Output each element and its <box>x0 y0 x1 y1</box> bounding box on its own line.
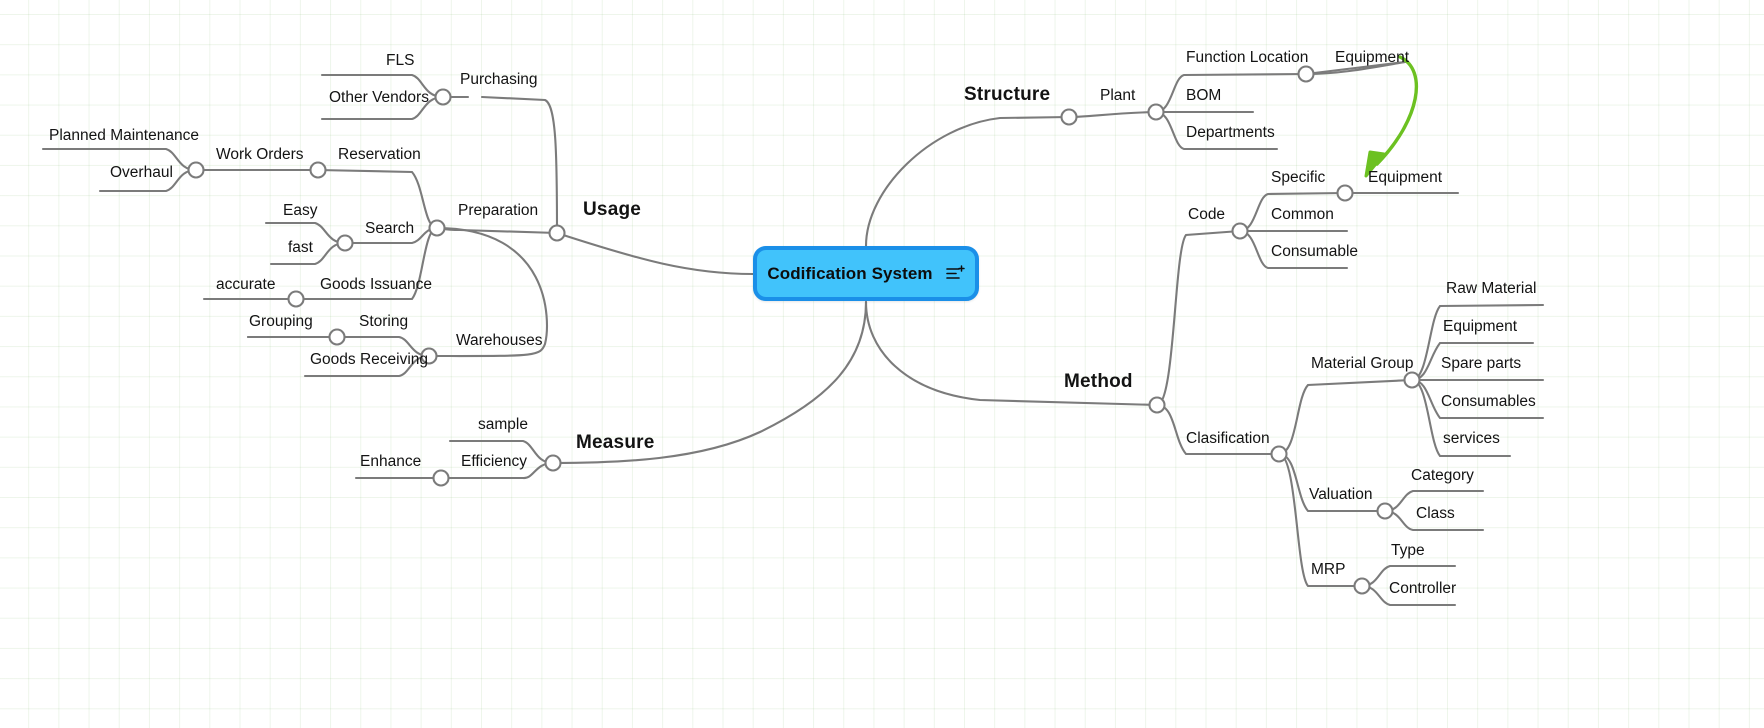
node-dot-efficiency <box>432 469 450 487</box>
notes-plus-icon[interactable] <box>945 265 965 282</box>
node-dot-purchasing <box>434 88 452 106</box>
node-label-specific[interactable]: Specific <box>1271 169 1326 186</box>
node-dot-search <box>336 234 354 252</box>
node-label-grouping[interactable]: Grouping <box>249 313 313 330</box>
node-dot-measure <box>544 454 562 472</box>
branch-label-measure[interactable]: Measure <box>576 432 655 453</box>
branch-label-method[interactable]: Method <box>1064 371 1133 392</box>
node-dot-usage <box>548 224 566 242</box>
node-label-easy[interactable]: Easy <box>283 202 318 219</box>
node-dot-clasification <box>1270 445 1288 463</box>
node-label-preparation[interactable]: Preparation <box>458 202 539 219</box>
node-label-equipment-specific[interactable]: Equipment <box>1368 169 1443 186</box>
node-label-valuation[interactable]: Valuation <box>1309 486 1373 503</box>
node-label-spare-parts[interactable]: Spare parts <box>1441 355 1522 372</box>
node-dot-goods-issuance <box>287 290 305 308</box>
node-label-common[interactable]: Common <box>1271 206 1334 223</box>
node-label-equipment-mg[interactable]: Equipment <box>1443 318 1518 335</box>
node-label-storing[interactable]: Storing <box>359 313 409 330</box>
node-label-raw-material[interactable]: Raw Material <box>1446 280 1537 297</box>
branch-label-usage[interactable]: Usage <box>583 199 642 220</box>
node-label-departments[interactable]: Departments <box>1186 124 1275 141</box>
node-label-purchasing[interactable]: Purchasing <box>460 71 538 88</box>
root-node-title: Codification System <box>767 263 933 283</box>
node-label-function-location[interactable]: Function Location <box>1186 49 1309 66</box>
node-label-reservation[interactable]: Reservation <box>338 146 421 163</box>
node-label-planned-maintenance[interactable]: Planned Maintenance <box>49 127 199 144</box>
node-label-other-vendors[interactable]: Other Vendors <box>329 89 429 106</box>
root-node[interactable]: Codification System <box>753 246 979 301</box>
node-dot-specific <box>1336 184 1354 202</box>
node-dot-storing <box>328 328 346 346</box>
node-label-sample[interactable]: sample <box>478 416 528 433</box>
node-label-efficiency[interactable]: Efficiency <box>461 453 528 470</box>
node-label-warehouses[interactable]: Warehouses <box>456 332 543 349</box>
node-label-overhaul[interactable]: Overhaul <box>110 164 173 181</box>
node-label-accurate[interactable]: accurate <box>216 276 276 293</box>
node-label-fast[interactable]: fast <box>288 239 313 256</box>
node-label-mrp[interactable]: MRP <box>1311 561 1346 578</box>
node-label-class[interactable]: Class <box>1416 505 1455 522</box>
node-label-search[interactable]: Search <box>365 220 415 237</box>
node-dot-material-group <box>1403 371 1421 389</box>
node-dot-structure <box>1060 108 1078 126</box>
node-dot-method <box>1148 396 1166 414</box>
node-dot-plant <box>1147 103 1165 121</box>
node-label-type[interactable]: Type <box>1391 542 1425 559</box>
node-label-code[interactable]: Code <box>1188 206 1226 223</box>
node-label-consumable[interactable]: Consumable <box>1271 243 1359 260</box>
node-dot-valuation <box>1376 502 1394 520</box>
branch-label-structure[interactable]: Structure <box>964 84 1051 105</box>
node-label-enhance[interactable]: Enhance <box>360 453 422 470</box>
node-label-bom[interactable]: BOM <box>1186 87 1222 104</box>
node-dot-mrp <box>1353 577 1371 595</box>
node-label-fls[interactable]: FLS <box>386 52 415 69</box>
node-label-goods-receiving[interactable]: Goods Receiving <box>310 351 429 368</box>
node-label-plant[interactable]: Plant <box>1100 87 1136 104</box>
node-dot-work-orders <box>187 161 205 179</box>
node-dot-preparation <box>428 219 446 237</box>
node-label-controller[interactable]: Controller <box>1389 580 1457 597</box>
node-label-goods-issuance[interactable]: Goods Issuance <box>320 276 433 293</box>
node-label-consumables[interactable]: Consumables <box>1441 393 1536 410</box>
node-dot-reservation <box>309 161 327 179</box>
node-label-clasification[interactable]: Clasification <box>1186 430 1270 447</box>
node-label-material-group[interactable]: Material Group <box>1311 355 1414 372</box>
green-curved-arrow-icon <box>1364 55 1419 178</box>
node-dot-function-location <box>1297 65 1315 83</box>
node-label-work-orders[interactable]: Work Orders <box>216 146 304 163</box>
node-label-services[interactable]: services <box>1443 430 1500 447</box>
node-label-category[interactable]: Category <box>1411 467 1474 484</box>
node-label-equipment-top[interactable]: Equipment <box>1335 49 1410 66</box>
node-dot-code <box>1231 222 1249 240</box>
